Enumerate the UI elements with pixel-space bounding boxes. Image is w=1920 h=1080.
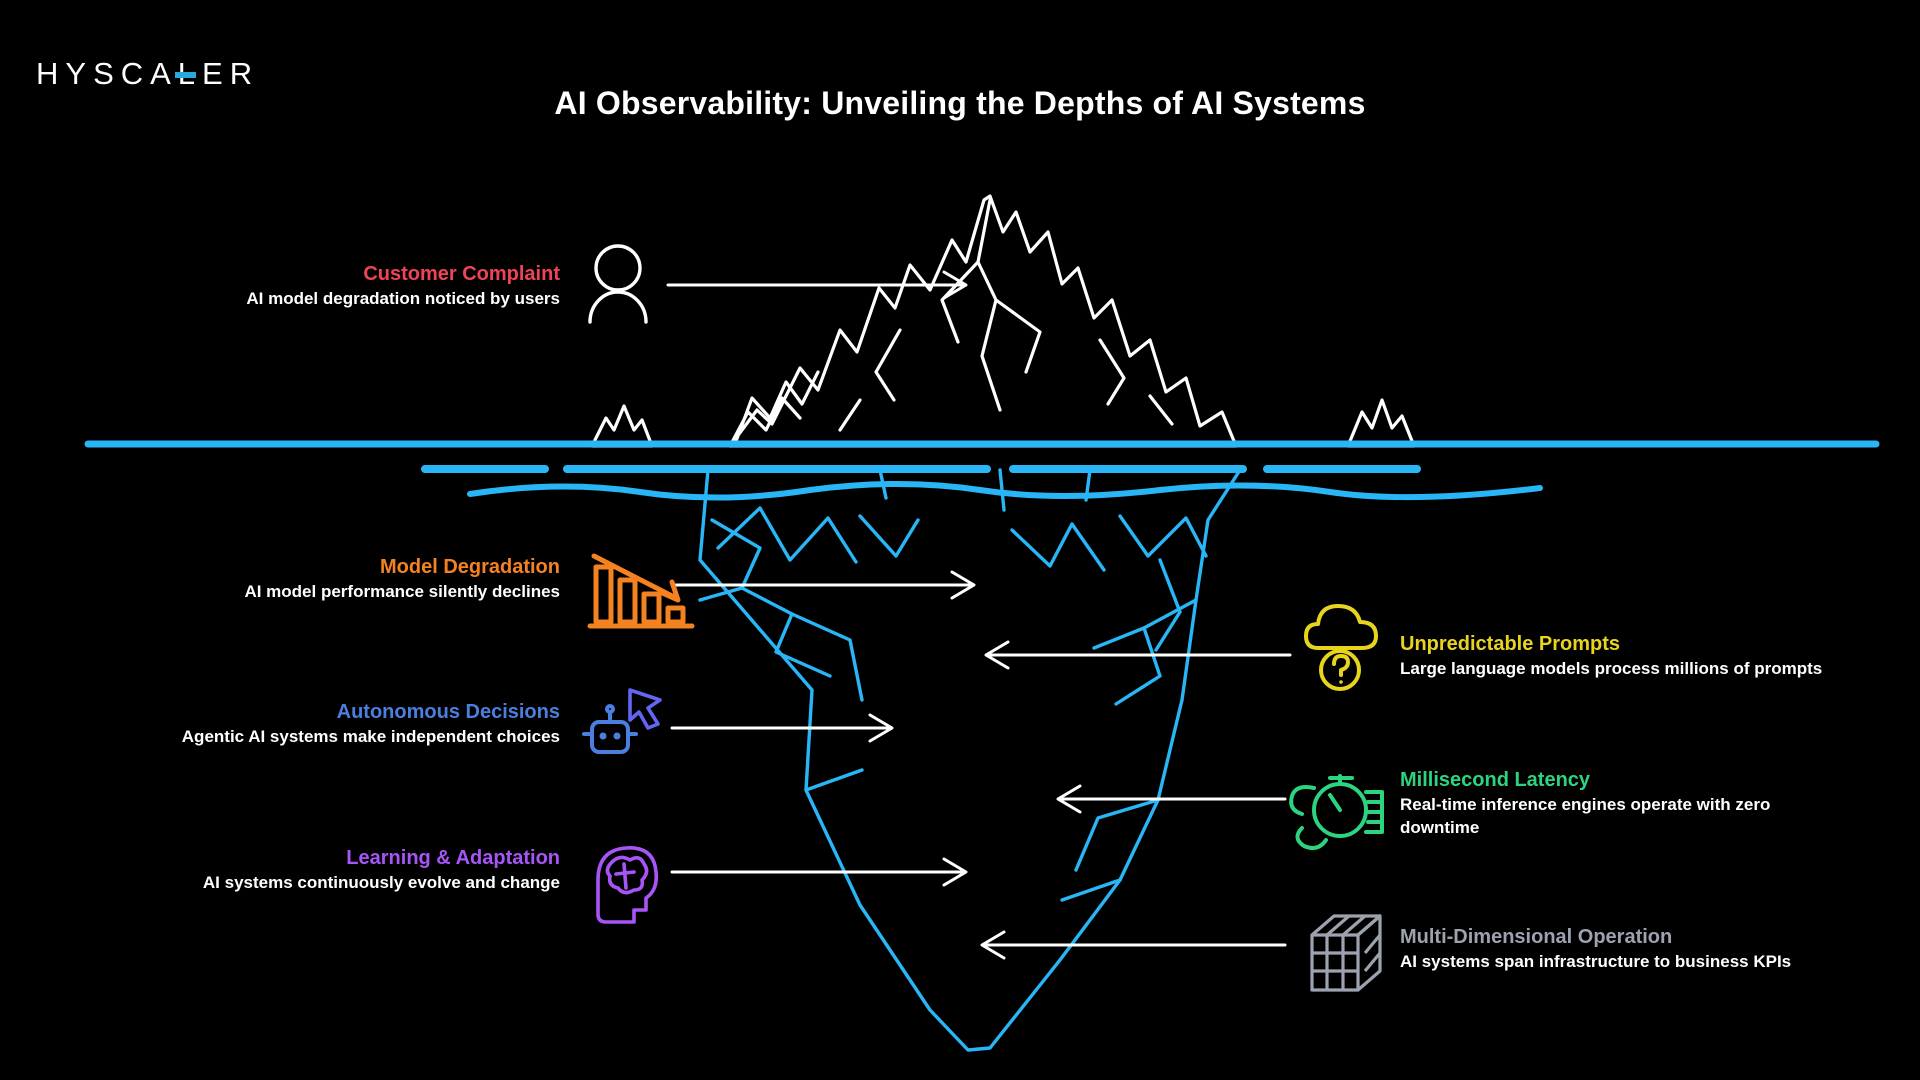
waterline-group xyxy=(84,440,1880,501)
arrow-learning-adaptation xyxy=(670,857,968,887)
arrow-customer-complaint xyxy=(666,270,968,300)
label-model-degradation: Model Degradation AI model performance s… xyxy=(40,555,560,603)
label-title: Millisecond Latency xyxy=(1400,769,1591,791)
declining-bar-chart-icon xyxy=(587,553,695,629)
label-subtitle: Large language models process millions o… xyxy=(1400,659,1823,678)
iceberg-below-water xyxy=(698,468,1242,1052)
arrow-millisecond-latency xyxy=(1056,784,1287,814)
arrow-model-degradation xyxy=(670,570,976,600)
label-customer-complaint: Customer Complaint AI model degradation … xyxy=(40,262,560,310)
iceberg-above-water xyxy=(590,194,1416,448)
brain-head-icon xyxy=(596,846,659,924)
label-title: Multi-Dimensional Operation xyxy=(1400,926,1673,948)
arrow-multi-dimensional-operation xyxy=(980,930,1287,960)
label-title: Model Degradation xyxy=(379,556,560,578)
person-icon xyxy=(588,244,648,324)
label-subtitle: AI systems span infrastructure to busine… xyxy=(1400,952,1792,971)
label-millisecond-latency: Millisecond Latency Real-time inference … xyxy=(1400,768,1810,839)
cube-grid-icon xyxy=(1310,914,1382,992)
arrow-autonomous-decisions xyxy=(670,713,894,743)
waterline-wave xyxy=(467,481,1543,501)
label-subtitle: Agentic AI systems make independent choi… xyxy=(181,727,560,746)
arrow-unpredictable-prompts xyxy=(984,640,1292,670)
label-subtitle: AI model degradation noticed by users xyxy=(246,289,560,308)
page-title: AI Observability: Unveiling the Depths o… xyxy=(554,85,1366,121)
brand-logo-text: HYSCALER xyxy=(36,56,260,91)
label-learning-adaptation: Learning & Adaptation AI systems continu… xyxy=(40,846,560,894)
label-autonomous-decisions: Autonomous Decisions Agentic AI systems … xyxy=(40,700,560,748)
label-subtitle: AI model performance silently declines xyxy=(244,582,560,601)
label-multi-dimensional-operation: Multi-Dimensional Operation AI systems s… xyxy=(1400,925,1880,973)
arrow-group xyxy=(666,270,1292,960)
label-subtitle: Real-time inference engines operate with… xyxy=(1400,795,1771,837)
label-unpredictable-prompts: Unpredictable Prompts Large language mod… xyxy=(1400,632,1880,680)
label-title: Autonomous Decisions xyxy=(336,701,560,723)
cloud-question-icon xyxy=(1304,604,1378,691)
label-title: Learning & Adaptation xyxy=(346,847,560,869)
robot-cursor-icon xyxy=(582,688,662,754)
label-subtitle: AI systems continuously evolve and chang… xyxy=(202,873,560,892)
label-title: Customer Complaint xyxy=(363,263,560,285)
label-title: Unpredictable Prompts xyxy=(1400,633,1621,655)
stopwatch-hand-icon xyxy=(1289,774,1384,850)
brand-logo: HYSCALER xyxy=(36,56,259,92)
